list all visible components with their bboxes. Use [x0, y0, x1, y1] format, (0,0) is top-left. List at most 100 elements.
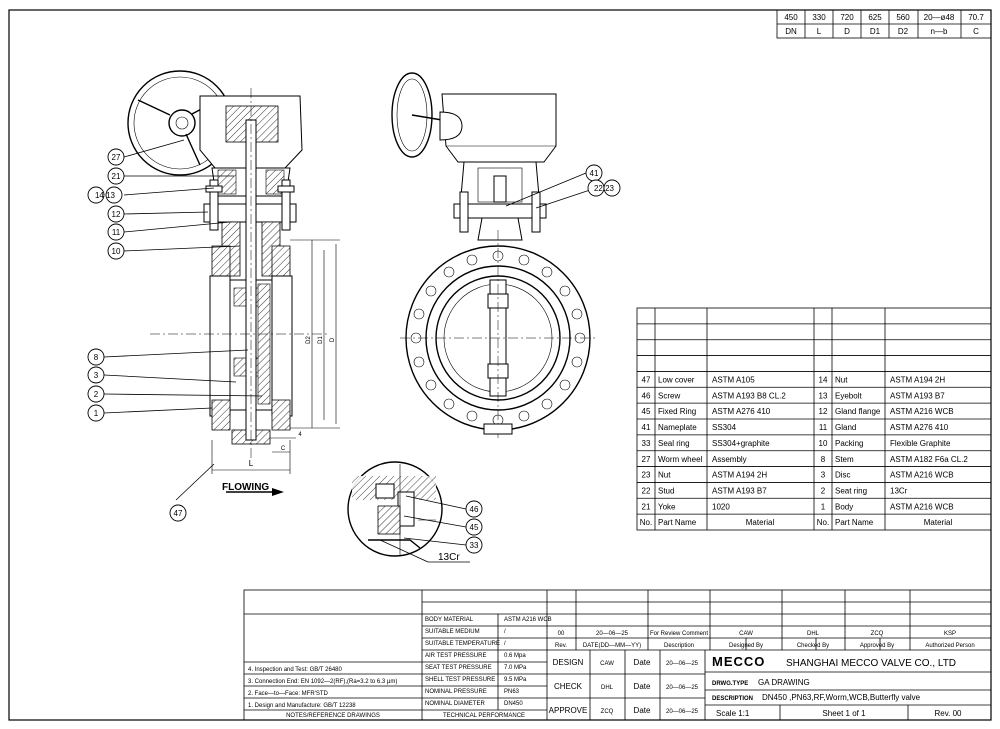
- drwg-type: GA DRAWING: [758, 678, 810, 687]
- dim-value-l: 330: [812, 13, 826, 22]
- description-label: DESCRIPTION: [712, 696, 753, 702]
- tech-label: SUITABLE MEDIUM: [425, 629, 480, 635]
- revision: Rev. 00: [935, 709, 963, 718]
- svg-text:27: 27: [112, 153, 121, 162]
- flowing-label: FLOWING: [222, 482, 269, 493]
- notes-header: NOTES/REFERENCE DRAWINGS: [286, 713, 380, 719]
- dim-key-d1: D1: [870, 27, 881, 36]
- sign-date: 20—06—25: [666, 661, 699, 667]
- sign-date-label: Date: [634, 682, 651, 691]
- balloon-11: 11: [107, 223, 125, 241]
- parts-list-header: No.: [817, 518, 829, 527]
- rev-description: For Review Comment: [650, 631, 708, 637]
- part-number: 11: [819, 423, 828, 432]
- part-material: 1020: [712, 502, 730, 511]
- detail-13cr-label: 13Cr: [438, 552, 460, 563]
- rev-date: 20—06—25: [596, 631, 629, 637]
- part-material: ASTM A216 WCB: [890, 471, 954, 480]
- part-name: Fixed Ring: [658, 407, 696, 416]
- handwheel-front: [391, 72, 433, 158]
- svg-text:45: 45: [470, 523, 479, 532]
- part-name: Worm wheel: [658, 455, 703, 464]
- balloon-21: 21: [107, 167, 125, 185]
- tech-value: ASTM A216 WCB: [504, 617, 552, 623]
- balloon-22-23: 22 23: [587, 179, 621, 197]
- dim-value-nb: 20—ø48: [924, 13, 955, 22]
- tech-value: PN63: [504, 689, 520, 695]
- part-material: ASTM A193 B7: [890, 391, 945, 400]
- dim-key-l: L: [817, 27, 822, 36]
- svg-text:22 23: 22 23: [594, 184, 615, 193]
- part-name: Low cover: [658, 376, 695, 385]
- balloon-45: 45: [465, 518, 483, 536]
- part-material: ASTM A216 WCB: [890, 502, 954, 511]
- sign-name: ZCQ: [601, 709, 614, 715]
- dim-label-d1: D1: [318, 336, 324, 344]
- rev-designed: CAW: [739, 631, 753, 637]
- balloon-27: 27: [107, 148, 125, 166]
- part-material: ASTM A276 410: [712, 407, 771, 416]
- dim-value-d2: 560: [896, 13, 910, 22]
- sign-date: 20—06—25: [666, 709, 699, 715]
- tech-label: SHELL TEST PRESSURE: [425, 677, 495, 683]
- part-name: Yoke: [658, 502, 676, 511]
- rev-header-approved: Approved By: [860, 643, 894, 649]
- rev-number: 00: [558, 631, 565, 637]
- tech-value: /: [504, 629, 506, 635]
- dim-key-d: D: [844, 27, 850, 36]
- rev-header-date: DATE(DD—MM—YY): [583, 643, 641, 649]
- tech-label: NOMINAL DIAMETER: [425, 701, 485, 707]
- sign-date-label: Date: [634, 706, 651, 715]
- dim-value-dn: 450: [784, 13, 798, 22]
- part-material: ASTM A194 2H: [712, 471, 767, 480]
- balloon-2: 2: [87, 385, 105, 403]
- dim-label-d2: D2: [306, 336, 312, 344]
- part-number: 1: [821, 502, 826, 511]
- part-material: ASTM A182 F6a CL.2: [890, 455, 968, 464]
- tech-value: 9.5 MPa: [504, 677, 527, 683]
- part-name: Seat ring: [835, 487, 867, 496]
- svg-text:21: 21: [112, 172, 121, 181]
- low-cover-front: [483, 423, 513, 435]
- part-material: ASTM A193 B8 CL.2: [712, 391, 786, 400]
- svg-text:14 13: 14 13: [95, 191, 116, 200]
- tech-value: 0.6 Mpa: [504, 653, 526, 659]
- tech-label: BODY MATERIAL: [425, 617, 474, 623]
- rev-header-checked: Checked By: [797, 643, 829, 649]
- dim-label-d: D: [330, 337, 336, 342]
- tech-label: SUITABLE TEMPERATURE: [425, 641, 500, 647]
- note-3: 3. Connection End: EN 1092—2(RF),(Ra=3.2…: [248, 679, 397, 685]
- part-material: ASTM A216 WCB: [890, 407, 954, 416]
- tech-label: NOMINAL PRESSURE: [425, 689, 487, 695]
- part-number: 2: [821, 487, 826, 496]
- dim-key-nb: n—b: [931, 27, 948, 36]
- sign-date: 20—06—25: [666, 685, 699, 691]
- part-name: Stem: [835, 455, 854, 464]
- svg-text:8: 8: [94, 353, 99, 362]
- balloon-12: 12: [107, 205, 125, 223]
- sign-role: APPROVE: [549, 706, 588, 715]
- part-number: 27: [642, 455, 651, 464]
- part-name: Stud: [658, 487, 674, 496]
- balloon-10: 10: [107, 242, 125, 260]
- dim-key-c: C: [973, 27, 979, 36]
- svg-text:33: 33: [470, 541, 479, 550]
- part-number: 21: [642, 502, 651, 511]
- side-section-view: L C 4 D2 D1 D FLOWING: [127, 70, 340, 501]
- body-right-flange: [271, 275, 293, 417]
- parts-list-header: Part Name: [658, 518, 697, 527]
- part-name: Disc: [835, 471, 851, 480]
- sign-role: CHECK: [554, 682, 583, 691]
- part-number: 10: [819, 439, 828, 448]
- part-number: 23: [642, 471, 651, 480]
- part-number: 47: [642, 376, 651, 385]
- seal-detail-view: 13Cr: [347, 461, 470, 563]
- svg-text:3: 3: [94, 371, 99, 380]
- parts-list-header: Material: [746, 518, 775, 527]
- part-number: 12: [819, 407, 828, 416]
- dim-label-c: C: [281, 446, 286, 452]
- part-name: Eyebolt: [835, 391, 862, 400]
- dim-value-c: 70.7: [968, 13, 984, 22]
- note-4: 4. Inspection and Test: GB/T 26480: [248, 667, 343, 673]
- svg-text:41: 41: [590, 169, 599, 178]
